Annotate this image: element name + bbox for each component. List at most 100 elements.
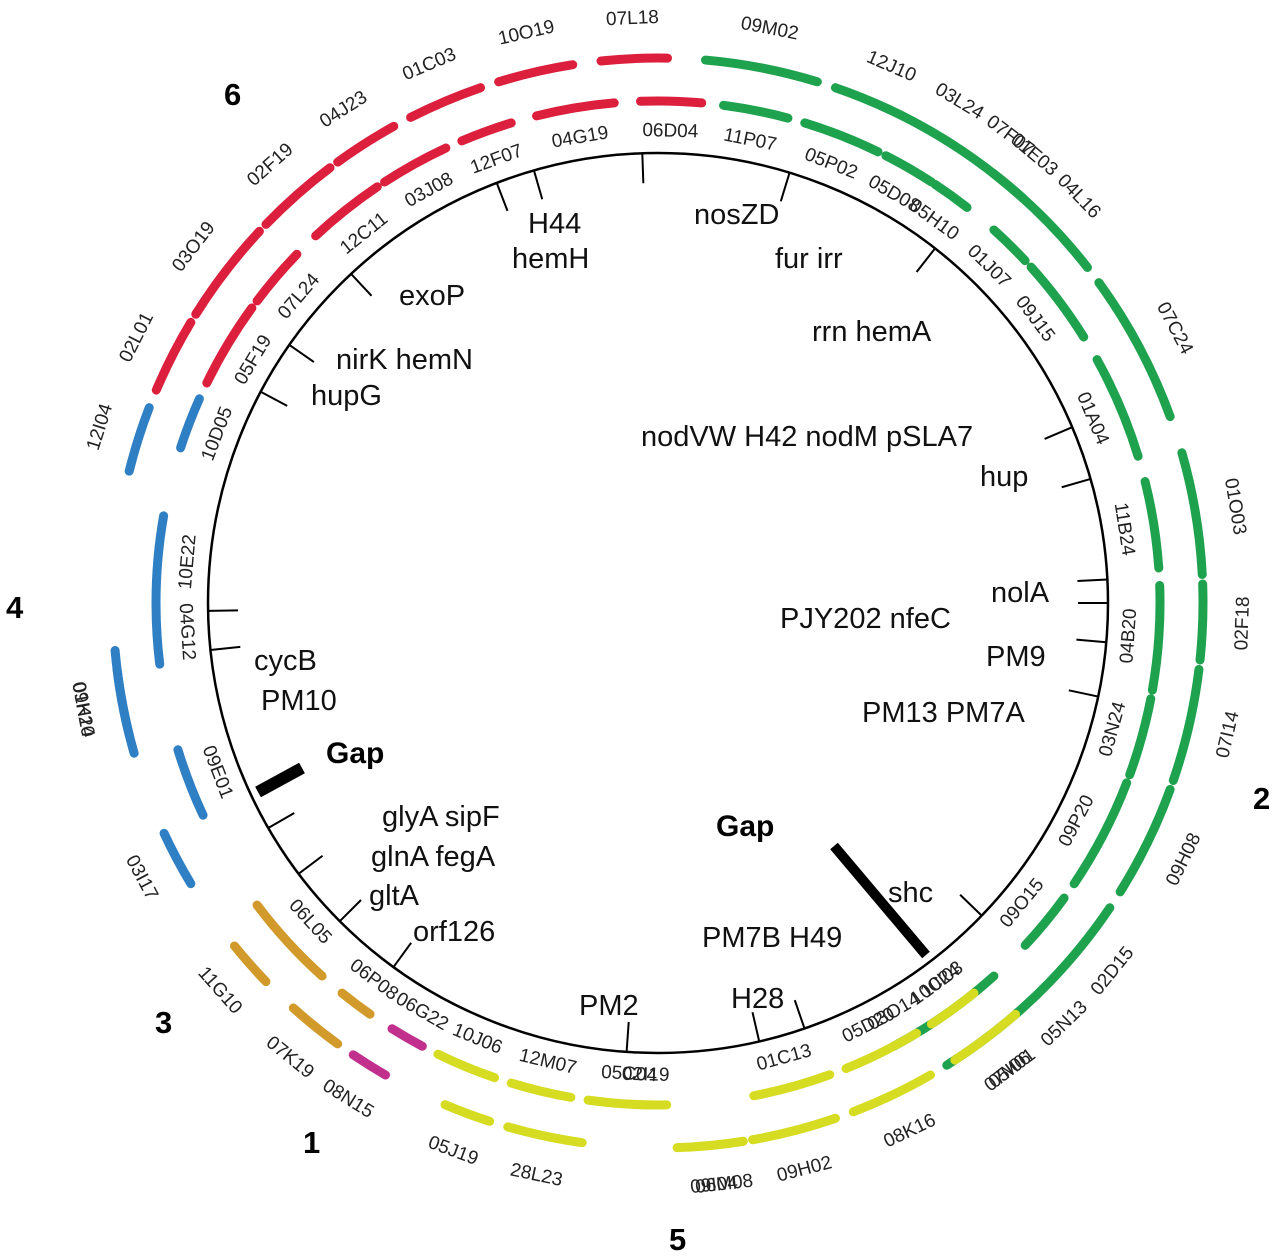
clone-segment-03O19 <box>191 226 264 319</box>
clone-segment-09M02 <box>701 55 822 87</box>
gene-markers <box>208 153 1108 1052</box>
clone-segment-06L05 <box>252 900 327 981</box>
clone-label-08N15: 08N15 <box>319 1075 378 1122</box>
clone-segment-03N24 <box>1125 694 1156 780</box>
clone-segment-09P20 <box>1069 778 1132 889</box>
gene-tick-23 <box>533 170 544 200</box>
clone-label-10D05: 10D05 <box>198 404 238 464</box>
clone-segment-06D04 <box>635 96 707 108</box>
clone-label-04B20: 04B20 <box>1116 608 1141 664</box>
clone-label-09H02: 09H02 <box>775 1152 834 1186</box>
clone-segment-09E01 <box>173 745 208 820</box>
clone-label-04G12: 04G12 <box>175 603 199 661</box>
gene-label-PM2: PM2 <box>579 990 639 1022</box>
clone-label-12F07: 12F07 <box>468 140 526 178</box>
contig-number-3: 3 <box>155 1005 172 1040</box>
gene-tick-7 <box>1076 638 1107 644</box>
clone-segment-05D20 <box>841 1028 922 1073</box>
gap-mark-left <box>255 762 305 798</box>
clone-segment-04B20 <box>1147 580 1165 695</box>
clone-label-11G10: 11G10 <box>194 963 247 1019</box>
clone-segment-01O03 <box>1177 448 1207 579</box>
gene-tick-1 <box>779 172 791 202</box>
clone-label-06D04: 06D04 <box>642 120 699 142</box>
gene-label-hemH: hemH <box>512 243 589 275</box>
clone-segment-12M07 <box>506 1078 576 1102</box>
gene-label-shc: shc <box>888 877 933 909</box>
gene-label-nirK-hemN: nirK hemN <box>336 344 473 376</box>
gene-tick-9 <box>959 894 983 917</box>
contig-number-1: 1 <box>303 1125 320 1160</box>
clone-segment-09I04 <box>672 1136 748 1153</box>
gene-tick-12 <box>625 1021 630 1052</box>
clone-label-02I19: 02I19 <box>622 1064 670 1086</box>
clone-label-12J10: 12J10 <box>863 47 919 87</box>
gene-tick-19 <box>260 390 288 407</box>
clone-label-07L18: 07L18 <box>606 7 660 30</box>
gene-label-nodVW: nodVW H42 nodM pSLA7 <box>641 421 973 453</box>
clone-label-08K16: 08K16 <box>881 1110 940 1153</box>
clone-segment-12I04 <box>124 403 154 476</box>
gene-label-H28: H28 <box>731 983 784 1015</box>
clone-segment-11G10 <box>229 941 271 987</box>
clone-segment-07M01 <box>950 1009 1021 1065</box>
clone-segment-01J07 <box>989 225 1030 266</box>
gene-label-gltA: gltA <box>369 880 420 912</box>
clone-segment-03I17 <box>159 828 196 889</box>
clone-label-09I04: 09I04 <box>689 1173 739 1199</box>
gene-label-H44: H44 <box>528 208 581 240</box>
clone-segment-09J15 <box>1026 262 1089 342</box>
clone-label-02D15: 02D15 <box>1087 943 1139 1000</box>
clone-segment-02F19 <box>261 163 335 229</box>
gene-label-PM9: PM9 <box>986 641 1046 673</box>
contig-number-2: 2 <box>1253 781 1270 816</box>
clone-label-10J06: 10J06 <box>449 1019 505 1058</box>
gene-label-PM7B-H49: PM7B H49 <box>702 922 842 954</box>
clone-label-01O03: 01O03 <box>1220 477 1250 537</box>
gap-label-right: Gap <box>716 810 774 843</box>
clone-segment-06G22 <box>387 1024 427 1051</box>
gene-label-exoP: exoP <box>399 280 465 312</box>
gene-tick-15 <box>298 854 324 875</box>
clone-segment-05D08 <box>881 151 936 187</box>
clone-segment-05H10 <box>930 179 972 212</box>
clone-label-12I04: 12I04 <box>83 401 117 453</box>
clone-segment-02F18 <box>1195 579 1208 665</box>
gene-label-glnA-fegA: glnA fegA <box>371 841 496 873</box>
clone-segment-10D05 <box>176 394 204 453</box>
gene-tick-20 <box>288 344 315 363</box>
clone-label-03I17: 03I17 <box>121 852 162 904</box>
gene-tick-21 <box>350 273 373 297</box>
clone-label-06G22: 06G22 <box>392 988 452 1035</box>
gene-tick-0 <box>641 153 645 184</box>
clone-segment-03J08 <box>380 143 451 187</box>
gene-tick-18 <box>208 609 239 612</box>
clone-label-09H08: 09H08 <box>1162 830 1205 890</box>
clone-segment-07K19 <box>288 1003 343 1049</box>
clone-label-01C03: 01C03 <box>400 44 460 85</box>
clone-segment-02I19 <box>627 1099 663 1110</box>
clone-label-03N24: 03N24 <box>1095 699 1130 759</box>
clone-segment-07C24 <box>1094 278 1175 422</box>
clone-segment-05F19 <box>202 303 257 388</box>
clone-segment-10E22 <box>151 511 169 608</box>
clone-segment-11B24 <box>1140 477 1164 573</box>
gene-label-hupG: hupG <box>311 380 382 412</box>
clone-label-05C04: 05C04 <box>601 1062 659 1086</box>
clone-label-04L16: 04L16 <box>1053 170 1105 223</box>
gap-mark-right <box>830 842 930 959</box>
clone-segments <box>110 53 1208 1153</box>
clone-label-11B24: 11B24 <box>1110 501 1139 558</box>
clone-segment-12C11 <box>311 182 382 241</box>
clone-label-10E22: 10E22 <box>175 534 201 591</box>
clone-label-28L23: 28L23 <box>508 1159 564 1191</box>
clone-segment-04J23 <box>333 121 399 167</box>
gene-tick-11 <box>751 1012 761 1042</box>
clone-label-12M07: 12M07 <box>517 1045 578 1079</box>
clone-label-05J19: 05J19 <box>425 1132 481 1170</box>
clone-label-10O19: 10O19 <box>496 16 556 49</box>
clone-segment-01C03 <box>406 83 486 122</box>
gene-tick-16 <box>267 812 295 829</box>
clone-segment-07L24 <box>252 249 302 306</box>
clone-segment-10J06 <box>433 1049 500 1083</box>
